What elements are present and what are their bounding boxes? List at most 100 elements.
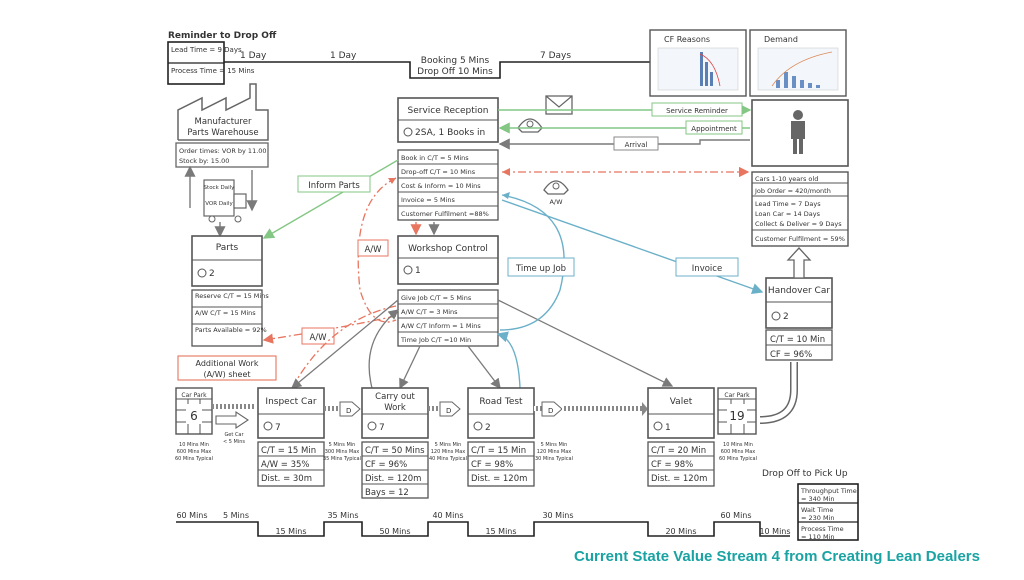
top-lead-time-box: Lead Time = 9 Days Process Time = 15 Min…	[167, 41, 255, 85]
sr-row-4: Invoice = 5 Mins	[401, 196, 456, 204]
sr-row-2: Drop-off C/T = 10 Mins	[401, 168, 476, 176]
process-1-data: C/T = 15 Min A/W = 35% Dist. = 30m	[257, 441, 325, 487]
car-park-left-title: Car Park	[181, 392, 207, 399]
get-car-label-2: < 5 Mins	[223, 439, 245, 445]
process-4-row-1: C/T = 20 Min	[651, 446, 706, 456]
car-park-left-value: 6	[190, 409, 198, 423]
process-2-data: C/T = 50 Mins CF = 96% Dist. = 120m Bays…	[361, 441, 429, 499]
order-times: Order times: VOR by 11.00	[179, 147, 267, 155]
manufacturer-title-1: Manufacturer	[195, 117, 252, 127]
workshop-control-ops: 1	[415, 266, 421, 276]
buffer-d-1: D	[346, 407, 351, 415]
vor-daily-label: VOR Daily	[205, 201, 233, 207]
phone-aw-label: A/W	[549, 198, 563, 206]
wc-row-1: Give Job C/T = 5 Mins	[401, 294, 472, 302]
service-reception-data: Book in C/T = 5 Mins Drop-off C/T = 10 M…	[397, 149, 499, 221]
throughput-1: Throughput Time	[800, 487, 857, 495]
time-up-job-line	[499, 194, 565, 331]
process-2-ops: 7	[379, 423, 385, 433]
wait-2: = 230 Min	[801, 514, 835, 522]
buffer-d-2: D	[446, 407, 451, 415]
car-park-left-n3: 60 Mins Typical	[175, 456, 213, 462]
buffer-2-n3: 40 Mins Typical	[429, 456, 467, 462]
bt-high-5: 30 Mins	[542, 511, 573, 520]
demand-chart: Demand	[749, 29, 847, 97]
time-up-job-label: Time up Job	[515, 264, 566, 274]
process-4-title: Valet	[670, 397, 693, 407]
service-reception-box: Service Reception 2SA, 1 Books in	[397, 97, 499, 143]
process-3-ops: 2	[485, 423, 491, 433]
customer-row-2: Job Order = 420/month	[754, 187, 831, 195]
handover-box: Handover Car 2	[765, 277, 833, 329]
drop-off-to-pick-up: Drop Off to Pick Up	[762, 469, 848, 479]
wait-1: Wait Time	[801, 506, 833, 514]
aw-sheet-label-2: (A/W) sheet	[203, 370, 250, 379]
manufacturer-factory: Manufacturer Parts Warehouse	[177, 83, 269, 141]
process-1-row-1: C/T = 15 Min	[261, 446, 316, 456]
handover-row-2: CF = 96%	[770, 350, 812, 360]
parts-box: Parts 2	[191, 235, 263, 287]
delivery-truck: Stock Daily VOR Daily	[203, 179, 247, 223]
bt-high-3: 35 Mins	[327, 511, 358, 520]
bt-low-1: 15 Mins	[275, 527, 306, 536]
process-carry-out-work: Carry out Work 7	[361, 387, 429, 439]
customer-row-3c: Collect & Deliver = 9 Days	[755, 220, 842, 228]
buffer-1-n2: 300 Mins Max	[325, 449, 360, 455]
wc-row-4: Time Job C/T =10 Min	[400, 336, 471, 344]
customer-row-3a: Lead Time = 7 Days	[755, 200, 821, 208]
process-time-1: Process Time	[801, 525, 844, 533]
process-2-row-4: Bays = 12	[365, 488, 409, 498]
sr-row-5: Customer Fulfilment =88%	[401, 210, 489, 218]
parts-row-2: A/W C/T = 15 Mins	[195, 309, 256, 317]
arrival-label: Arrival	[625, 141, 648, 149]
parts-title: Parts	[216, 243, 239, 253]
sr-row-1: Book in C/T = 5 Mins	[401, 154, 469, 162]
process-3-data: C/T = 15 Min CF = 98% Dist. = 120m	[467, 441, 535, 487]
service-reception-ops: 2SA, 1 Books in	[415, 128, 485, 138]
process-2-title-2: Work	[384, 403, 406, 413]
top-timeline-booking: Booking 5 Mins	[421, 56, 490, 66]
buffer-3-n2: 120 Mins Max	[537, 449, 572, 455]
top-timeline-dropoff: Drop Off 10 Mins	[417, 67, 493, 77]
buffer-3-n1: 5 Mins Min	[541, 442, 568, 448]
top-timeline-2: 1 Day	[330, 51, 357, 61]
aw-curve-1	[357, 177, 397, 323]
customer-row-4: Customer Fulfilment = 59%	[755, 235, 845, 243]
buffer-triangle-1	[339, 401, 361, 417]
bt-low-4: 20 Mins	[665, 527, 696, 536]
process-3-row-3: Dist. = 120m	[471, 474, 527, 484]
top-timeline-1: 1 Day	[240, 51, 267, 61]
handover-row-1: C/T = 10 Min	[770, 335, 825, 345]
buffer-1-n1: 5 Mins Min	[329, 442, 356, 448]
aw-sheet-label-1: Additional Work	[196, 359, 259, 368]
reminder-label: Reminder to Drop Off	[168, 31, 277, 41]
customer-data-box: Cars 1-10 years old Job Order = 420/mont…	[751, 171, 849, 247]
car-park-right: Car Park 19	[717, 387, 757, 435]
caption: Current State Value Stream 4 from Creati…	[574, 548, 980, 565]
invoice-label: Invoice	[692, 264, 722, 274]
parts-data-box: Reserve C/T = 15 Mins A/W C/T = 15 Mins …	[191, 289, 269, 347]
bt-low-2: 50 Mins	[379, 527, 410, 536]
arrival-arrow	[498, 138, 750, 150]
buffer-3-n3: 30 Mins Typical	[535, 456, 573, 462]
bottom-summary-box: Throughput Time = 340 Min Wait Time = 23…	[797, 483, 859, 541]
process-2-title-1: Carry out	[375, 392, 415, 402]
process-inspect-car: Inspect Car 7	[257, 387, 325, 439]
cf-reasons-chart: CF Reasons	[649, 29, 747, 97]
top-timeline-line	[224, 61, 650, 79]
wc-to-carry	[399, 345, 421, 390]
buffer-2-n2: 120 Mins Max	[431, 449, 466, 455]
demand-title: Demand	[764, 35, 798, 44]
aw-label-1: A/W	[364, 245, 382, 255]
wc-to-inspect	[290, 299, 399, 389]
phone-aw-icon	[543, 180, 569, 195]
process-3-row-2: CF = 98%	[471, 460, 513, 470]
handover-to-customer-arrow	[786, 247, 812, 279]
push-arrow-left	[212, 404, 256, 409]
push-arrow-2a	[428, 406, 438, 411]
push-arrow-3a	[534, 406, 542, 411]
car-park-left-n1: 10 Mins Min	[179, 442, 209, 448]
stock-by: Stock by: 15.00	[179, 157, 229, 165]
